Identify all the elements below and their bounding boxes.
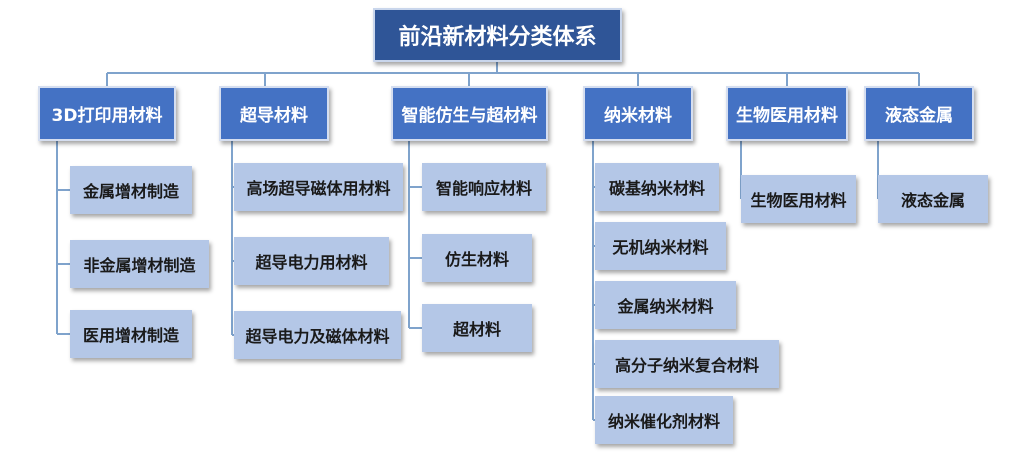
leaf-high-field-magnet: 高场超导磁体用材料	[234, 163, 403, 211]
leaf-polymer-nanocomposite: 高分子纳米复合材料	[595, 340, 779, 388]
leaf-nonmetal-additive: 非金属增材制造	[70, 240, 209, 288]
category-smart-bionic: 智能仿生与超材料	[391, 86, 548, 141]
leaf-carbon-nano: 碳基纳米材料	[595, 163, 719, 211]
leaf-biomedical: 生物医用材料	[741, 175, 856, 223]
category-liquid-metal: 液态金属	[864, 86, 974, 141]
leaf-liquid-metal: 液态金属	[878, 175, 988, 223]
leaf-bionic: 仿生材料	[422, 234, 532, 282]
leaf-superconducting-power: 超导电力用材料	[234, 237, 389, 285]
leaf-nano-catalyst: 纳米催化剂材料	[595, 396, 733, 444]
leaf-metal-additive: 金属增材制造	[70, 166, 192, 214]
leaf-inorganic-nano: 无机纳米材料	[595, 222, 726, 270]
category-superconducting: 超导材料	[219, 86, 329, 141]
leaf-smart-responsive: 智能响应材料	[422, 163, 546, 211]
leaf-superconducting-power-magnet: 超导电力及磁体材料	[234, 311, 401, 359]
category-3d-printing: 3D打印用材料	[38, 86, 176, 141]
leaf-medical-additive: 医用增材制造	[70, 310, 192, 358]
leaf-metal-nano: 金属纳米材料	[595, 281, 736, 329]
category-nano: 纳米材料	[583, 86, 693, 141]
leaf-metamaterial: 超材料	[422, 304, 532, 352]
category-biomedical: 生物医用材料	[726, 86, 848, 141]
root-node: 前沿新材料分类体系	[373, 8, 622, 62]
